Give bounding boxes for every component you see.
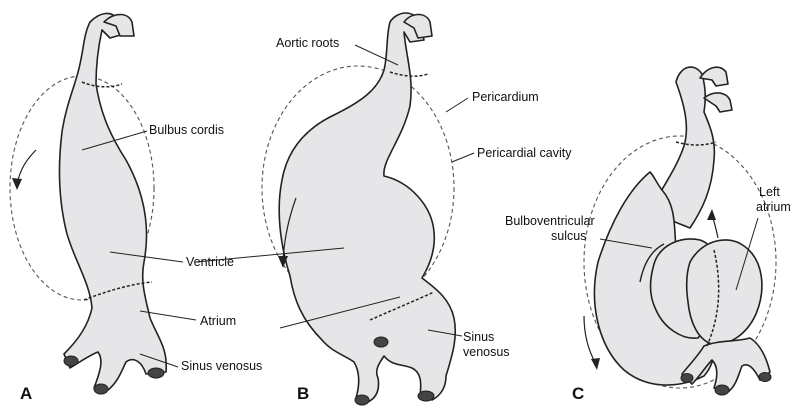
label-left-atrium-line1: Left — [759, 185, 780, 199]
label-sinus-venosus-a: Sinus venosus — [181, 359, 262, 373]
label-bulbus-cordis: Bulbus cordis — [149, 123, 224, 137]
panel-a-vessel-cut-2 — [148, 368, 164, 378]
panel-b-vessel-cut-3 — [355, 395, 369, 405]
panel-c-left-atrium — [687, 240, 762, 344]
label-bulboventricular-line1: Bulboventricular — [505, 214, 595, 228]
label-aortic-roots: Aortic roots — [276, 36, 339, 50]
panel-c-vessel-cut-2 — [715, 385, 729, 395]
panel-c-atrium-arrowhead — [707, 209, 716, 220]
panel-letter-b: B — [297, 384, 309, 404]
panel-a-vessel-cut-1 — [64, 356, 78, 366]
panel-a-heart-tube — [59, 13, 166, 390]
label-sinus-venosus-b-line1: Sinus — [463, 330, 494, 344]
panel-a-arrowhead — [12, 178, 22, 190]
panel-b-leader-pericardium — [446, 98, 468, 112]
panel-c-vessel-cut-3 — [759, 373, 771, 382]
panel-b-vessel-cut-2 — [418, 391, 434, 401]
label-bulboventricular-line2: sulcus — [551, 229, 586, 243]
label-ventricle: Ventricle — [186, 255, 234, 269]
panel-c-drawing — [584, 67, 776, 395]
panel-b-drawing — [196, 13, 474, 405]
label-pericardium: Pericardium — [472, 90, 539, 104]
panel-c-aortic-branch-2 — [704, 93, 732, 112]
label-atrium: Atrium — [200, 314, 236, 328]
panel-a-drawing — [10, 13, 196, 394]
label-left-atrium-line2: atrium — [756, 200, 791, 214]
panel-b-heart-tube — [279, 13, 455, 402]
panel-c-arrowhead — [591, 358, 600, 370]
panel-letter-c: C — [572, 384, 584, 404]
label-pericardial-cavity: Pericardial cavity — [477, 146, 571, 160]
panel-b-leader-cavity — [452, 153, 474, 162]
panel-b-vessel-cut-1 — [374, 337, 388, 347]
label-sinus-venosus-b-line2: venosus — [463, 345, 510, 359]
panel-c-vessel-cut-1 — [681, 374, 693, 383]
panel-letter-a: A — [20, 384, 32, 404]
panel-a-vessel-cut-3 — [94, 384, 108, 394]
panel-c-rotation-arrow — [584, 316, 596, 364]
